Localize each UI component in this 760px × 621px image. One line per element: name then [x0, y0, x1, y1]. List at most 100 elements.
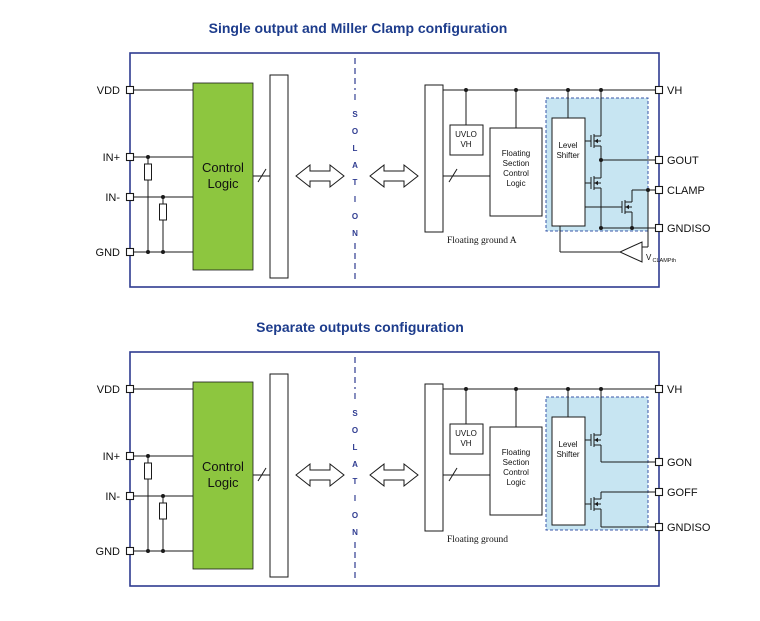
floating-ground-label: Floating ground A: [447, 236, 517, 246]
isolation-letter: T: [353, 477, 358, 486]
level-shifter-label: Level: [558, 141, 577, 150]
wires: [134, 89, 655, 253]
pin-vdd: [125, 384, 135, 394]
pins: [125, 85, 664, 257]
isolation-barrier-right: [424, 84, 444, 233]
floating-section-label: Control: [503, 468, 529, 477]
bidirectional-arrow-icon: [369, 463, 419, 487]
level-shifter-label: Shifter: [556, 151, 579, 160]
pin-vdd: [125, 85, 135, 95]
pin-inplus: [125, 152, 135, 162]
pin-gnd: [125, 546, 135, 556]
isolation-letter: I: [354, 195, 356, 204]
junction-dots: [146, 88, 650, 254]
bidirectional-arrow-icon: [295, 164, 345, 188]
control-logic-label: Control: [202, 459, 244, 474]
isolation-letter: N: [352, 528, 358, 537]
control-logic-label: Control: [202, 160, 244, 175]
junction-dots: [146, 387, 603, 553]
control-logic-label: Logic: [207, 176, 239, 191]
uvlo-vh-block: [449, 423, 484, 455]
pin-label: GOFF: [667, 487, 698, 499]
pin-inminus: [125, 192, 135, 202]
floating-section-control-logic-block: [489, 426, 543, 516]
level-shifter-label: Level: [558, 440, 577, 449]
pin-gndiso: [654, 223, 664, 233]
pin-label: VH: [667, 384, 682, 396]
comparator-label: V: [646, 253, 652, 262]
pin-label: VH: [667, 85, 682, 97]
diagram-separate-outputs: Separate outputs configuration: [96, 319, 711, 587]
outer-border: [129, 52, 660, 288]
floating-section-label: Floating: [502, 448, 530, 457]
isolation-letter: A: [352, 161, 358, 170]
isolation-letter: I: [354, 494, 356, 503]
level-shifter-block: [551, 117, 586, 227]
pin-gndiso: [654, 522, 664, 532]
pin-inminus: [125, 491, 135, 501]
pulldown-resistor-inminus: [159, 502, 167, 520]
uvlo-label: VH: [460, 140, 471, 149]
uvlo-label: UVLO: [455, 429, 477, 438]
pin-label: GNDISO: [667, 522, 711, 534]
comparator-label-sub: CLAMPth: [653, 258, 677, 264]
pin-label: GNDISO: [667, 223, 711, 235]
comparator-icon: [618, 241, 643, 263]
pin-label: IN-: [105, 491, 120, 503]
pin-label: VDD: [97, 384, 120, 396]
floating-section-label: Section: [503, 458, 530, 467]
pins: [125, 384, 664, 556]
level-shifter-block: [551, 416, 586, 526]
pin-label: CLAMP: [667, 185, 705, 197]
pin-label: GON: [667, 457, 692, 469]
diagram-single-output-miller-clamp: Single output and Miller Clamp configura…: [96, 20, 711, 288]
floating-ground-label: Floating ground: [447, 535, 508, 545]
pin-inplus: [125, 451, 135, 461]
isolation-letter: O: [352, 426, 358, 435]
pin-label: GOUT: [667, 155, 699, 167]
isolation-divider: I S O L A T I O N: [352, 357, 358, 582]
isolation-letter: L: [353, 443, 358, 452]
pin-label: VDD: [97, 85, 120, 97]
floating-section-label: Logic: [506, 179, 525, 188]
isolation-letter: S: [352, 409, 358, 418]
isolation-letter: A: [352, 460, 358, 469]
outer-border: [129, 351, 660, 587]
pin-gon: [654, 457, 664, 467]
isolation-divider: I S O L A T I O N: [352, 58, 358, 283]
pin-label: GND: [96, 546, 121, 558]
isolation-letter: N: [352, 229, 358, 238]
pulldown-resistor-inminus: [159, 203, 167, 221]
diagram-title: Single output and Miller Clamp configura…: [209, 20, 508, 36]
isolation-letter: O: [352, 511, 358, 520]
pin-gout: [654, 155, 664, 165]
uvlo-label: UVLO: [455, 130, 477, 139]
pulldown-resistor-inplus: [144, 163, 152, 181]
isolation-letter: T: [353, 178, 358, 187]
isolation-letter: L: [353, 144, 358, 153]
floating-section-label: Section: [503, 159, 530, 168]
control-logic-block: [192, 381, 254, 570]
pin-label: IN+: [103, 451, 120, 463]
floating-section-label: Logic: [506, 478, 525, 487]
isolation-letter: S: [352, 110, 358, 119]
floating-section-label: Floating: [502, 149, 530, 158]
isolation-barrier-left: [269, 373, 289, 578]
isolation-barrier-right: [424, 383, 444, 532]
pin-clamp: [654, 185, 664, 195]
isolation-letter: I: [354, 93, 356, 102]
level-shifter-label: Shifter: [556, 450, 579, 459]
pin-gnd: [125, 247, 135, 257]
diagram-title: Separate outputs configuration: [256, 319, 464, 335]
floating-section-label: Control: [503, 169, 529, 178]
bidirectional-arrow-icon: [295, 463, 345, 487]
bidirectional-arrow-icon: [369, 164, 419, 188]
pin-goff: [654, 487, 664, 497]
pin-label: IN-: [105, 192, 120, 204]
isolation-letter: O: [352, 127, 358, 136]
pulldown-resistor-inplus: [144, 462, 152, 480]
uvlo-vh-block: [449, 124, 484, 156]
control-logic-label: Logic: [207, 475, 239, 490]
